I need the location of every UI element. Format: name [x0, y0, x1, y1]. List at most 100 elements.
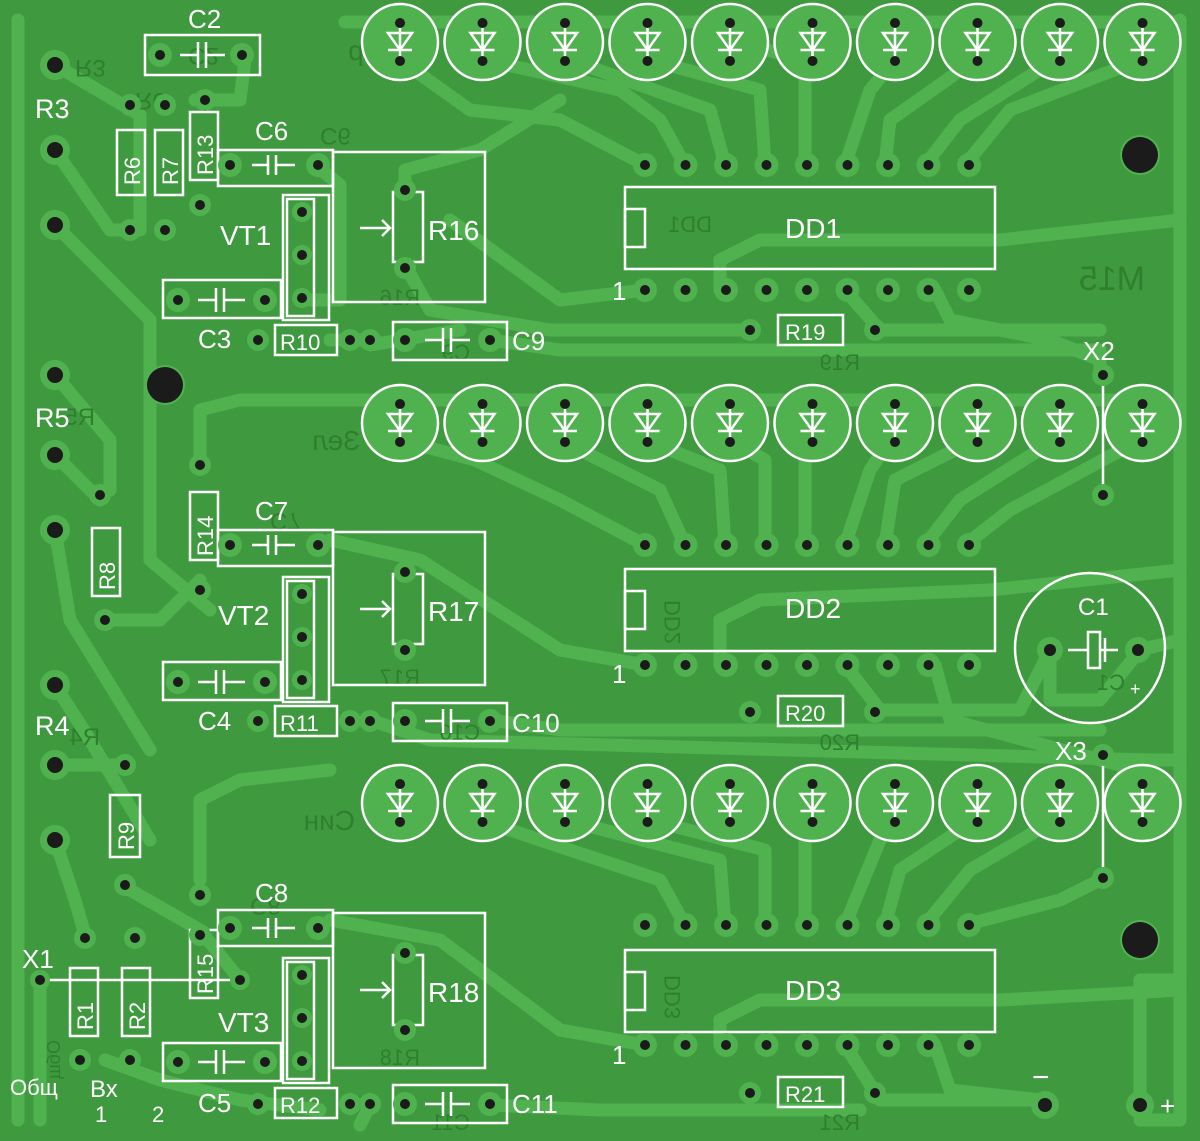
ghost-r19: R19 [820, 350, 860, 375]
ic-pad-hole [883, 540, 893, 550]
label-r15: R15 [193, 954, 218, 994]
ic-pad-hole [964, 660, 974, 670]
label-r2: R2 [125, 1002, 150, 1030]
ic-pads [633, 153, 981, 1057]
led-hole [395, 399, 405, 409]
label-r5: R5 [35, 403, 70, 433]
label-dd2: DD2 [785, 593, 841, 624]
ghost-r4: R4 [69, 724, 100, 751]
led-2-4 [608, 383, 687, 463]
led-hole [560, 56, 570, 66]
led-hole [477, 399, 488, 409]
label-x2: X2 [1083, 336, 1115, 366]
label-pin2: 2 [152, 1102, 164, 1127]
label-c3: C3 [198, 324, 231, 354]
ghost-c6: C6 [320, 122, 351, 149]
label-vx: Вх [90, 1076, 118, 1103]
led-hole [642, 18, 653, 28]
led-hole [807, 817, 818, 827]
label-r6: R6 [120, 157, 145, 185]
label-c6: C6 [255, 116, 288, 146]
led-hole [890, 779, 900, 789]
label-pin1: 1 [95, 1102, 107, 1127]
led-3-5 [690, 763, 770, 843]
led-3-3 [525, 763, 605, 843]
led-hole [725, 56, 735, 66]
ic-pad-hole [802, 920, 812, 930]
led-hole [477, 437, 488, 447]
ic-pad-hole [923, 285, 934, 295]
led-1-7 [855, 2, 935, 82]
ic-pad-hole [761, 920, 772, 930]
ic-pad-hole [680, 285, 691, 295]
led-hole [395, 817, 405, 827]
led-hole [1055, 437, 1065, 447]
capacitor-symbols [180, 42, 1118, 1116]
ghost-r5: R5 [64, 404, 95, 431]
label-c1-plus: + [1130, 679, 1141, 699]
ic-pad-hole [802, 540, 812, 550]
led-2-8 [938, 383, 1017, 463]
ic-pad-hole [964, 285, 974, 295]
ic-pad-hole [964, 160, 974, 170]
led-hole [725, 437, 735, 447]
led-hole [807, 56, 818, 66]
ic-pad-hole [680, 1040, 691, 1050]
label-dd1: DD1 [785, 213, 841, 244]
ic-pad-hole [721, 160, 731, 170]
led-hole [642, 817, 653, 827]
c2-outline [143, 33, 262, 77]
led-1-6 [773, 2, 852, 82]
led-hole [1137, 18, 1148, 28]
ghost-dd3: DD3 [660, 975, 685, 1019]
label-r16: R16 [428, 215, 479, 246]
label-vt3: VT3 [218, 1007, 269, 1038]
ghost-sin: Син [304, 805, 355, 836]
label-c5: C5 [198, 1088, 231, 1118]
label-c8: C8 [255, 878, 288, 908]
led-3-2 [443, 763, 522, 843]
led-3-10 [1103, 763, 1182, 843]
led-2-9 [1020, 383, 1100, 463]
pad-holes [35, 50, 1158, 1112]
label-r10: R10 [280, 330, 320, 355]
led-2-6 [773, 383, 852, 463]
ic-pad-hole [761, 660, 772, 670]
vt2-outline [281, 575, 331, 704]
ic-pad-hole [802, 660, 812, 670]
label-r3: R3 [35, 94, 70, 124]
ic-pad-hole [883, 1040, 893, 1050]
label-c9: C9 [512, 326, 545, 356]
r16-box [331, 150, 487, 304]
label-r4: R4 [35, 711, 70, 741]
label-vt1: VT1 [220, 220, 271, 251]
led-hole [642, 779, 653, 789]
ic-pad-hole [842, 285, 853, 295]
c9-outline [391, 320, 509, 362]
ic-pad-hole [883, 160, 893, 170]
ic-pad-hole [923, 920, 934, 930]
ic-pad-hole [721, 1040, 731, 1050]
ic-pad-hole [842, 160, 853, 170]
led-hole [395, 56, 405, 66]
led-hole [890, 18, 900, 28]
led-hole [642, 56, 653, 66]
ghost-r3: R3 [75, 54, 106, 81]
ic-pad-hole [640, 285, 650, 295]
led-hole [477, 56, 488, 66]
led-1-2 [443, 2, 522, 82]
led-hole [477, 817, 488, 827]
ic-pad-hole [842, 920, 853, 930]
led-hole [477, 18, 488, 28]
ic-pad-hole [923, 660, 934, 670]
ic-pad-hole [923, 160, 934, 170]
ic-pad-hole [842, 540, 853, 550]
led-hole [890, 56, 900, 66]
ic-pad-hole [721, 920, 731, 930]
led-hole [560, 18, 570, 28]
vt3-outline [281, 956, 331, 1085]
led-2-7 [855, 383, 935, 463]
ic-pad-hole [883, 660, 893, 670]
